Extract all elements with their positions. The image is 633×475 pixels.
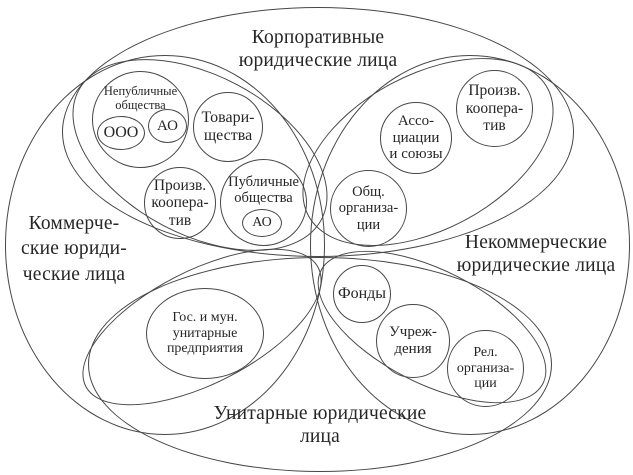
corporate-label: Корпоративные юридические лица: [168, 26, 468, 72]
label-line: тив: [483, 117, 506, 135]
node-label: Произв. коопера- тив: [151, 177, 208, 229]
label-line: организа-: [338, 200, 399, 217]
unitary-ellipse: [88, 257, 552, 472]
label-line: ские юриди-: [21, 238, 127, 260]
node-ao-public: АО: [242, 209, 282, 237]
label-line: тив: [168, 211, 192, 229]
label-line: Произв.: [153, 176, 207, 194]
label-line: предприятия: [166, 341, 244, 357]
label-line: ческие лица: [22, 263, 126, 285]
node-prod-coop-commercial: Произв. коопера- тив: [144, 167, 216, 239]
node-public-organizations: Общ. организа- ции: [330, 170, 407, 247]
label-line: щества: [203, 127, 253, 144]
node-prod-coop-noncommercial: Произв. коопера- тив: [456, 70, 533, 147]
node-label: Учреж- дения: [389, 324, 437, 358]
label-line: Фонды: [337, 285, 387, 303]
node-label: Гос. и мун. унитарные предприятия: [167, 310, 243, 357]
node-partnerships: Товари- щества: [193, 92, 263, 162]
label-line: ции: [474, 376, 497, 392]
node-institutions: Учреж- дения: [376, 304, 450, 378]
node-associations: Ассо- циации и союзы: [380, 102, 452, 174]
label-line: Непубличные: [103, 84, 178, 98]
node-funds: Фонды: [333, 265, 391, 323]
node-public-companies: Публичные общества: [220, 159, 307, 246]
noncommercial-label: Некоммерческие юридические лица: [410, 231, 633, 277]
label-line: Коммерче-: [28, 213, 120, 234]
label-line: циации: [392, 129, 440, 146]
node-label: Товари- щества: [202, 109, 255, 145]
label-line: Публичные: [228, 174, 299, 190]
label-line: Ассо-: [397, 112, 435, 129]
node-label: ООО: [104, 124, 139, 142]
label-line: Рел.: [473, 344, 498, 360]
node-label: Общ. организа- ции: [339, 184, 398, 233]
node-ao-nonpublic: АО: [148, 109, 187, 143]
label-line: Некоммерческие: [464, 232, 608, 253]
node-ooo: ООО: [97, 116, 145, 150]
label-line: АО: [252, 215, 272, 231]
node-label: Рел. организа- ции: [457, 345, 514, 392]
node-label: Произв. коопера- тив: [466, 82, 523, 134]
node-label: Фонды: [338, 285, 386, 303]
node-label: Публичные общества: [228, 174, 299, 206]
label-line: дения: [394, 341, 432, 357]
node-label: Непубличные общества: [104, 84, 177, 112]
node-state-unitary-enterprises: Гос. и мун. унитарные предприятия: [146, 288, 264, 379]
node-religious-organizations: Рел. организа- ции: [447, 330, 524, 407]
label-line: Учреж-: [389, 324, 437, 341]
label-line: Гос. и мун.: [172, 309, 238, 325]
label-line: Общ.: [352, 184, 385, 201]
label-line: организа-: [456, 360, 515, 376]
label-line: коопера-: [465, 99, 524, 117]
label-line: общества: [234, 190, 293, 207]
label-line: унитарные: [172, 325, 238, 341]
label-line: ООО: [103, 124, 139, 142]
label-line: и союзы: [389, 146, 443, 163]
label-line: Товари-: [201, 109, 255, 127]
label-line: Корпоративные: [251, 27, 385, 48]
label-line: Унитарные юридические: [213, 403, 427, 424]
node-label: АО: [157, 118, 178, 135]
node-label: АО: [252, 215, 272, 231]
unitary-label: Унитарные юридические лица: [167, 402, 473, 448]
label-line: Произв.: [468, 82, 521, 100]
label-line: АО: [157, 117, 178, 134]
commercial-label: Коммерче- ские юриди- ческие лица: [3, 211, 145, 287]
label-line: юридические лица: [456, 255, 616, 276]
label-line: юридические лица: [238, 50, 398, 71]
node-nonpublic-companies: Непубличные общества: [92, 71, 189, 168]
label-line: общества: [115, 98, 166, 112]
label-line: коопера-: [151, 194, 209, 212]
label-line: лица: [299, 426, 341, 447]
node-label: Ассо- циации и союзы: [389, 113, 442, 163]
label-line: ции: [356, 216, 381, 233]
